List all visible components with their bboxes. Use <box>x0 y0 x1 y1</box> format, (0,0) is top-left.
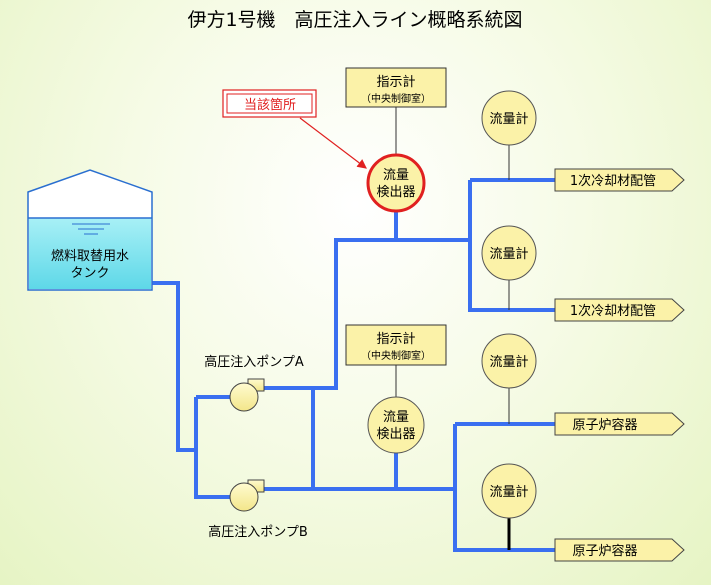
flow-detector-1: 流量 検出器 <box>366 153 426 213</box>
destination-2: 1次冷却材配管 <box>554 298 685 322</box>
tank-label-line2: タンク <box>70 266 109 281</box>
diagram-title: 伊方1号機 高圧注入ライン概略系統図 <box>187 9 522 31</box>
flow-meter-4: 流量計 <box>481 463 537 519</box>
destination-1-label: 1次冷却材配管 <box>570 173 656 189</box>
destination-4: 原子炉容器 <box>554 538 685 562</box>
water-level-icon <box>72 223 110 235</box>
pipe-network <box>150 178 555 552</box>
pump-a-label: 高圧注入ポンプA <box>204 354 304 370</box>
callout-text: 当該箇所 <box>244 97 296 113</box>
flow-detector-1-line1: 流量 <box>383 168 409 183</box>
indicator-2-title: 指示計 <box>376 331 415 347</box>
flow-meter-3: 流量計 <box>481 333 537 389</box>
indicator-1-sub: （中央制御室） <box>361 92 431 105</box>
destination-2-label: 1次冷却材配管 <box>570 303 656 319</box>
flow-detector-1-line2: 検出器 <box>376 185 415 200</box>
destination-3: 原子炉容器 <box>554 412 685 436</box>
flow-meter-1-label: 流量計 <box>489 111 528 127</box>
flow-meter-4-label: 流量計 <box>489 484 528 500</box>
callout-arrow <box>299 117 367 169</box>
flow-meter-3-label: 流量計 <box>489 354 528 370</box>
flow-detector-2-line1: 流量 <box>383 410 409 425</box>
destination-4-label: 原子炉容器 <box>572 543 637 559</box>
indicator-1: 指示計 （中央制御室） <box>345 67 447 108</box>
pipe-pump-a-discharge <box>262 238 470 390</box>
pipe-pump-suction-header <box>194 397 232 499</box>
pump-a-icon <box>229 378 265 412</box>
callout-box: 当該箇所 <box>222 89 317 118</box>
indicator-2: 指示計 （中央制御室） <box>345 324 447 366</box>
pipe-rcs-branch <box>468 180 555 312</box>
destination-3-label: 原子炉容器 <box>572 417 637 433</box>
indicator-1-title: 指示計 <box>376 74 415 90</box>
pump-b-label: 高圧注入ポンプB <box>208 524 308 540</box>
indicator-2-sub: （中央制御室） <box>361 349 431 362</box>
water-tank: 燃料取替用水 タンク <box>27 169 153 291</box>
pipe-rv-branch <box>453 424 555 552</box>
flow-meter-2-label: 流量計 <box>489 246 528 262</box>
tank-label-line1: 燃料取替用水 <box>51 248 129 264</box>
flow-meter-2: 流量計 <box>481 225 537 281</box>
flow-meter-1: 流量計 <box>481 90 537 146</box>
pipe-tank-outlet <box>150 281 196 452</box>
pump-b-icon <box>229 479 265 512</box>
flow-detector-2-line2: 検出器 <box>376 427 415 442</box>
destination-1: 1次冷却材配管 <box>554 168 685 192</box>
signal-lines <box>395 107 510 424</box>
flow-detector-2: 流量 検出器 <box>367 396 425 454</box>
